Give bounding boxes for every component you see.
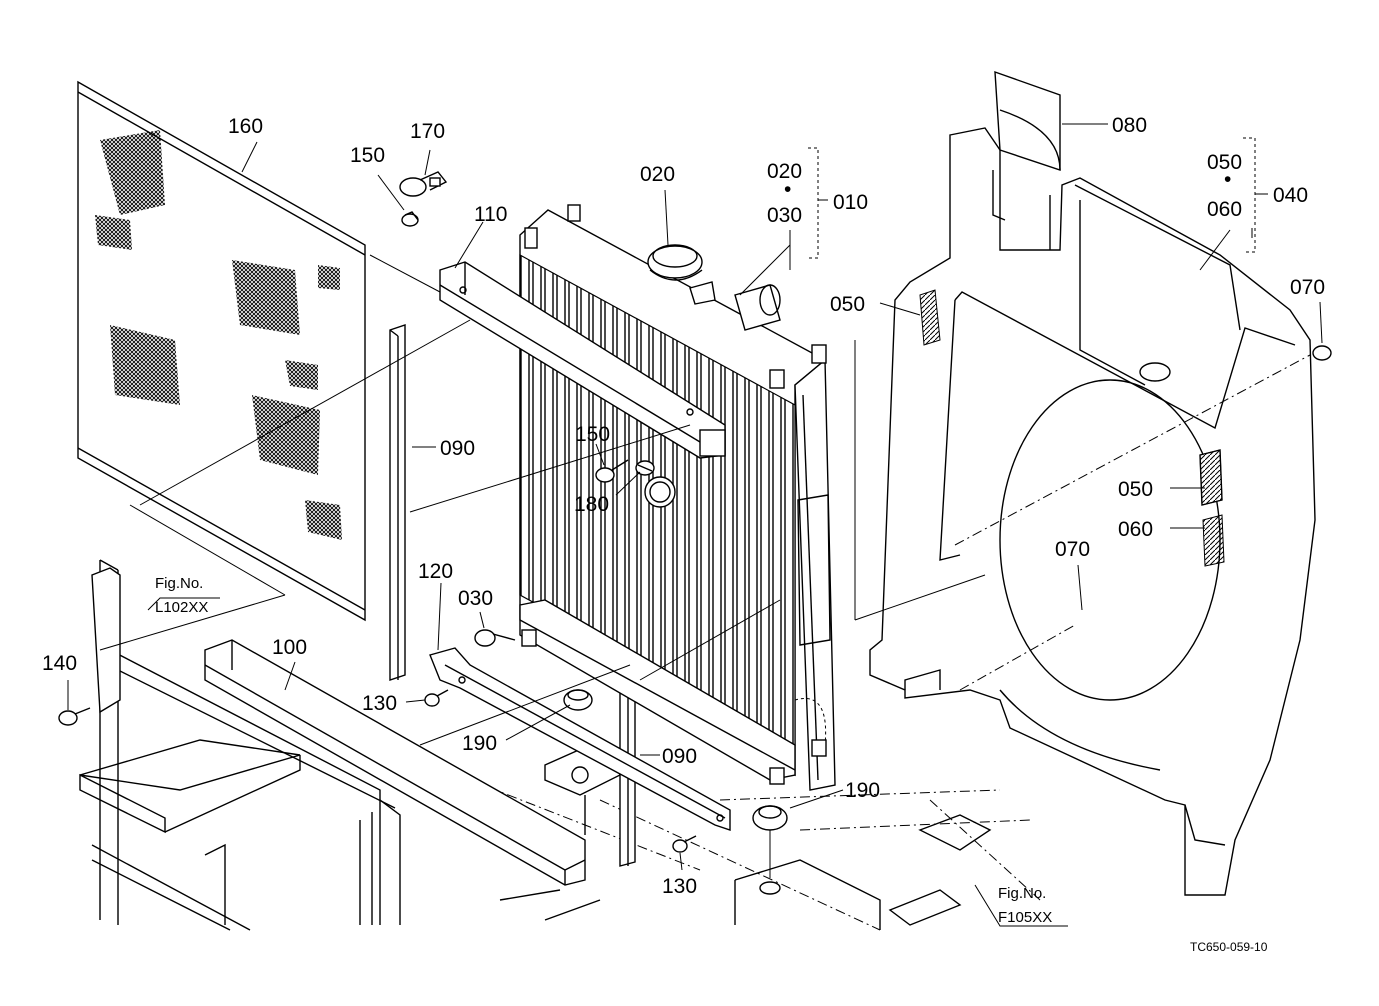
- bolt-130-bottom: [672, 835, 697, 853]
- callout-050-right: 050: [1118, 478, 1153, 501]
- callout-140: 140: [42, 652, 77, 675]
- callout-130-bottom: 130: [662, 875, 697, 898]
- callout-190-right: 190: [845, 779, 880, 802]
- figure-ref-left-label: Fig.No.: [155, 575, 203, 592]
- figure-ref-right[interactable]: Fig.No. F105XX: [998, 885, 1052, 926]
- callout-070-mid: 070: [1055, 538, 1090, 561]
- callout-080: 080: [1112, 114, 1147, 137]
- grommet-190-left: [563, 689, 593, 711]
- callout-020: 020: [640, 163, 675, 186]
- frame-bar-100: [204, 639, 586, 886]
- plate-080: [992, 70, 1061, 250]
- callout-020-group: 020: [767, 160, 802, 183]
- callout-050-left: 050: [830, 293, 865, 316]
- callout-160: 160: [228, 115, 263, 138]
- callout-150-top: 150: [350, 144, 385, 167]
- fasteners: [58, 345, 1332, 853]
- callout-120: 120: [418, 560, 453, 583]
- bolt-140: [58, 707, 91, 726]
- callout-060-group: 060: [1207, 198, 1242, 221]
- callout-050-group: 050: [1207, 151, 1242, 174]
- fan-shroud-040: [869, 127, 1316, 896]
- radiator-cap-020: [647, 244, 703, 281]
- grommet-190-right: [752, 805, 788, 878]
- callout-010: 010: [833, 191, 868, 214]
- lower-bracket-120: [429, 647, 731, 831]
- callout-170: 170: [410, 120, 445, 143]
- figure-ref-right-label: Fig.No.: [998, 885, 1046, 902]
- callout-030: 030: [458, 587, 493, 610]
- callout-labels: 160 170 150 110 020 020 • 030 010 080 05…: [42, 114, 1325, 898]
- callout-070-right: 070: [1290, 276, 1325, 299]
- bolt-150-top: [401, 211, 419, 227]
- callout-060-right: 060: [1118, 518, 1153, 541]
- callout-040: 040: [1273, 184, 1308, 207]
- figure-ref-left-code[interactable]: L102XX: [155, 599, 208, 616]
- mesh-hatching: [95, 130, 342, 540]
- leader-lines: [67, 123, 1323, 927]
- callout-100: 100: [272, 636, 307, 659]
- callout-030-group: 030: [767, 204, 802, 227]
- bolt-070-right: [1312, 345, 1332, 361]
- callout-dot-040: •: [1224, 168, 1231, 191]
- seal-strip-090-left: [389, 324, 406, 681]
- side-bracket-140: [91, 567, 121, 714]
- callout-dot-010: •: [784, 178, 791, 201]
- callout-110: 110: [474, 203, 507, 226]
- callout-090-right: 090: [662, 745, 697, 768]
- bolt-150-mid: [595, 459, 629, 483]
- bolt-130-left: [424, 689, 449, 707]
- upper-bracket-110: [439, 261, 726, 459]
- nut-180: [635, 460, 655, 476]
- callout-150-mid: 150: [575, 423, 610, 446]
- drawing-id: TC650-059-10: [1190, 940, 1268, 954]
- callout-130-left: 130: [362, 692, 397, 715]
- screen-panel-160: [77, 80, 366, 622]
- callout-090-left: 090: [440, 437, 475, 460]
- figure-ref-right-code[interactable]: F105XX: [998, 909, 1052, 926]
- clip-170: [399, 171, 448, 197]
- figure-ref-left[interactable]: Fig.No. L102XX: [155, 575, 208, 616]
- callout-180: 180: [574, 493, 609, 516]
- bolt-030: [474, 629, 516, 647]
- callout-190-left: 190: [462, 732, 497, 755]
